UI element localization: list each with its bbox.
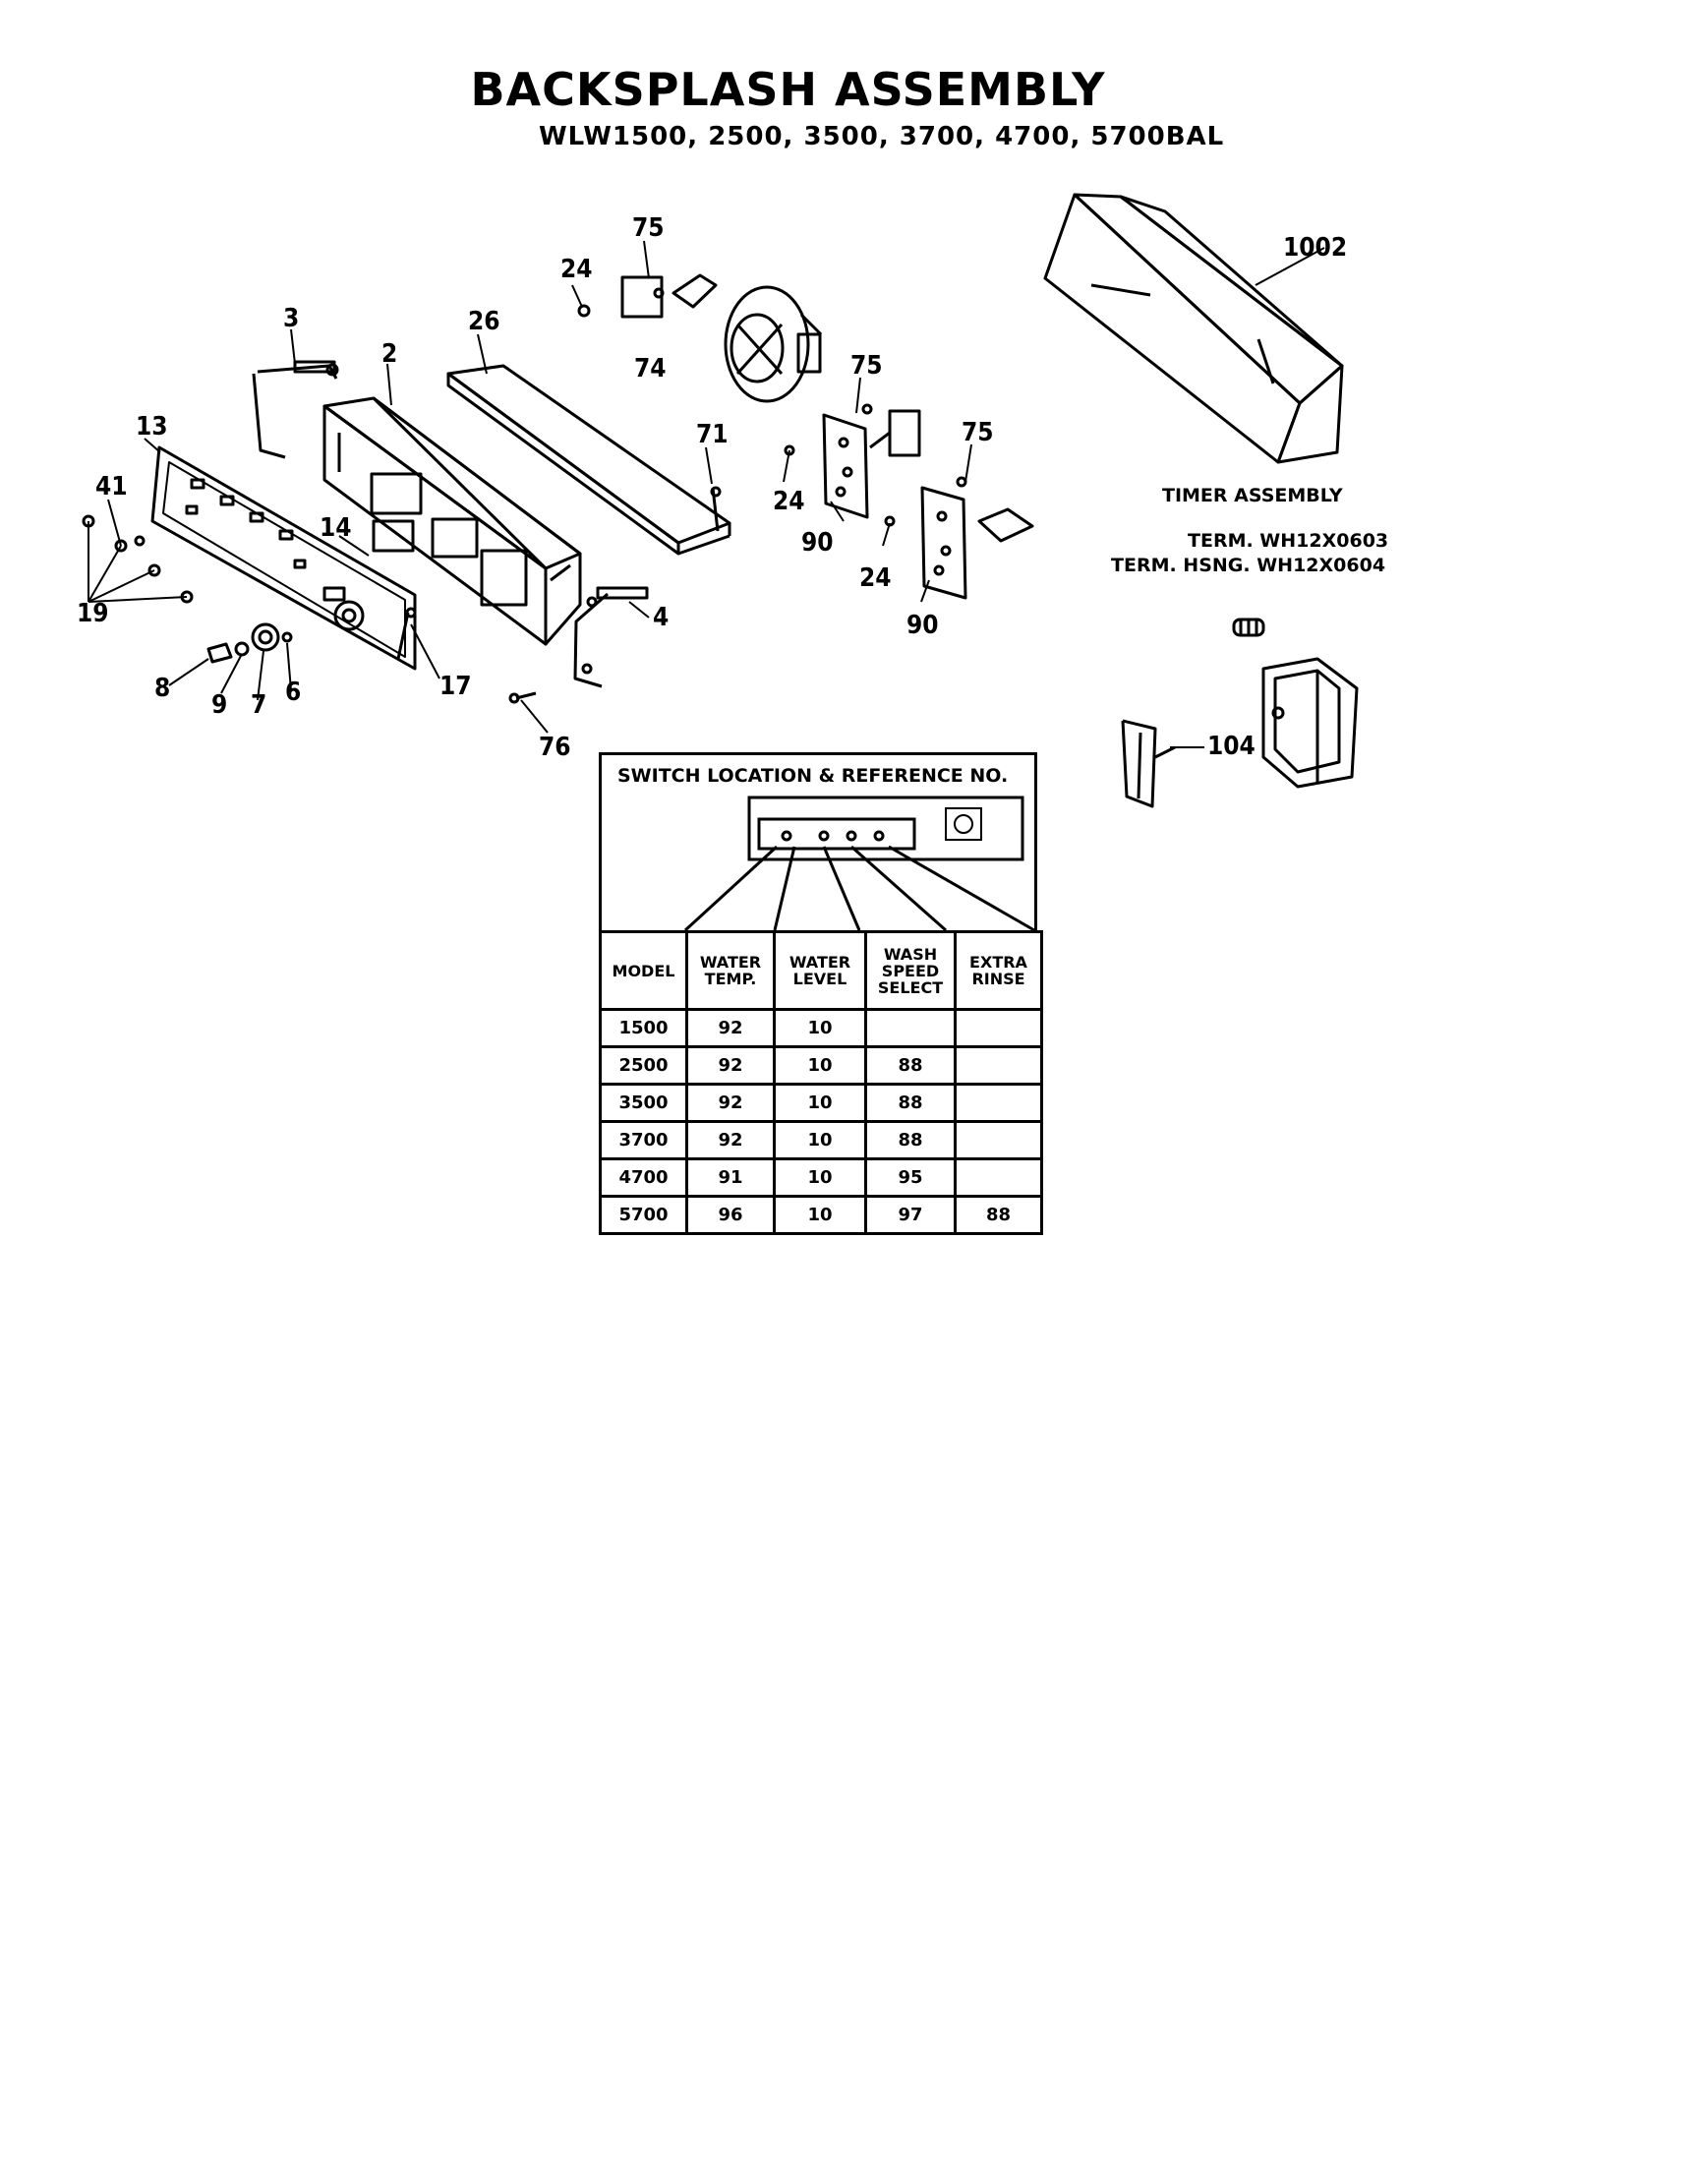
cell-wash-speed: 97 [864, 1195, 957, 1235]
callout-90: 90 [906, 611, 939, 640]
header-water-temp: WATER TEMP. [685, 930, 776, 1011]
table-row: 3700 92 10 88 [599, 1120, 1043, 1160]
switch-table-title: SWITCH LOCATION & REFERENCE NO. [617, 765, 1009, 787]
table-row: 2500 92 10 88 [599, 1045, 1043, 1086]
callout-14: 14 [320, 513, 352, 543]
callout-76: 76 [539, 733, 571, 762]
cell-water-temp: 92 [685, 1008, 776, 1048]
cell-model: 3500 [599, 1083, 688, 1123]
control-panel-part [150, 445, 417, 671]
callout-3: 3 [283, 304, 299, 333]
cell-model: 4700 [599, 1157, 688, 1198]
switch-reference-table: MODEL WATER TEMP. WATER LEVEL WASH SPEED… [599, 930, 1043, 1235]
header-water-level: WATER LEVEL [773, 930, 867, 1011]
table-row: 1500 92 10 [599, 1008, 1043, 1048]
callout-90: 90 [801, 528, 834, 558]
callout-9: 9 [211, 690, 227, 720]
cell-water-temp: 96 [685, 1195, 776, 1235]
callout-8: 8 [154, 674, 170, 703]
cell-water-level: 10 [773, 1083, 867, 1123]
table-row: 5700 96 10 97 88 [599, 1195, 1043, 1235]
left-bracket-part [252, 360, 339, 459]
diagram-title: BACKSPLASH ASSEMBLY [470, 63, 1106, 116]
table-row: 3500 92 10 88 [599, 1083, 1043, 1123]
cell-wash-speed [864, 1008, 957, 1048]
cell-wash-speed: 88 [864, 1083, 957, 1123]
table-row: 4700 91 10 95 [599, 1157, 1043, 1198]
leader-lines [88, 240, 1325, 748]
cell-water-temp: 92 [685, 1045, 776, 1086]
cell-water-level: 10 [773, 1195, 867, 1235]
callout-104: 104 [1207, 732, 1256, 761]
cell-model: 5700 [599, 1195, 688, 1235]
cell-water-level: 10 [773, 1157, 867, 1198]
timer-cover-part [1043, 193, 1344, 464]
knob-assembly-part [206, 622, 293, 664]
callout-13: 13 [136, 412, 168, 442]
callout-75: 75 [962, 418, 994, 447]
callout-19: 19 [77, 599, 109, 628]
cell-water-temp: 92 [685, 1120, 776, 1160]
callout-2: 2 [381, 339, 397, 369]
callout-26: 26 [468, 307, 500, 336]
callout-4: 4 [653, 603, 669, 632]
terminal-housing-part [1232, 618, 1265, 637]
callout-1002: 1002 [1283, 233, 1347, 263]
callout-75: 75 [850, 351, 883, 381]
cell-model: 3700 [599, 1120, 688, 1160]
header-wash-speed-select: WASH SPEED SELECT [864, 930, 957, 1011]
terminal-housing-part-number: TERM. HSNG. WH12X0604 [1111, 555, 1385, 576]
cell-extra-rinse [954, 1157, 1043, 1198]
rotary-switch-part [724, 285, 823, 403]
screws-part [82, 287, 967, 704]
cell-model: 1500 [599, 1008, 688, 1048]
switch-plate-part [822, 409, 1034, 600]
cell-extra-rinse [954, 1045, 1043, 1086]
cell-model: 2500 [599, 1045, 688, 1086]
callout-41: 41 [95, 472, 128, 502]
terminal-part-number: TERM. WH12X0603 [1188, 530, 1388, 552]
cell-water-temp: 91 [685, 1157, 776, 1198]
cell-water-temp: 92 [685, 1083, 776, 1123]
model-list: WLW1500, 2500, 3500, 3700, 4700, 5700BAL [539, 122, 1225, 151]
right-bracket-part [573, 586, 649, 688]
callout-7: 7 [251, 690, 266, 720]
switch-location-drawing [683, 796, 1035, 932]
cell-extra-rinse [954, 1120, 1043, 1160]
callout-17: 17 [439, 672, 472, 701]
callout-74: 74 [634, 354, 667, 384]
callout-71: 71 [696, 420, 729, 449]
cell-wash-speed: 88 [864, 1120, 957, 1160]
cell-water-level: 10 [773, 1045, 867, 1086]
callout-24: 24 [859, 563, 892, 593]
header-extra-rinse: EXTRA RINSE [954, 930, 1043, 1011]
switch-clip-part [620, 273, 718, 319]
cell-wash-speed: 88 [864, 1045, 957, 1086]
timer-assembly-label: TIMER ASSEMBLY [1162, 485, 1343, 506]
callout-6: 6 [285, 678, 301, 707]
timer-bracket-part [1121, 719, 1176, 808]
cell-water-level: 10 [773, 1120, 867, 1160]
callout-24: 24 [560, 255, 593, 284]
cell-extra-rinse [954, 1083, 1043, 1123]
callout-75: 75 [632, 213, 665, 243]
cell-wash-speed: 95 [864, 1157, 957, 1198]
cell-water-level: 10 [773, 1008, 867, 1048]
header-model: MODEL [599, 930, 688, 1011]
backsplash-housing-part [322, 396, 582, 646]
cell-extra-rinse: 88 [954, 1195, 1043, 1235]
table-header-row: MODEL WATER TEMP. WATER LEVEL WASH SPEED… [599, 930, 1043, 1011]
timer-motor-part [1261, 657, 1359, 789]
top-cover-part [446, 364, 731, 556]
cell-extra-rinse [954, 1008, 1043, 1048]
switch-location-box: SWITCH LOCATION & REFERENCE NO. [599, 752, 1037, 930]
callout-24: 24 [773, 487, 805, 516]
